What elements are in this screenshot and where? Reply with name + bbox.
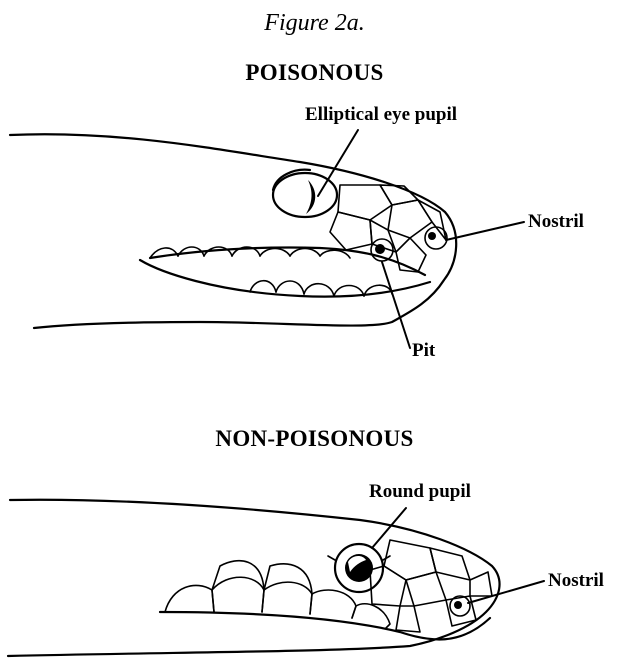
- non-poisonous-snake-head: [8, 500, 544, 656]
- non-poisonous-nostril: [450, 596, 470, 616]
- pit-leader: [382, 262, 410, 348]
- elliptical-eye: [273, 170, 337, 217]
- non-poisonous-nostril-leader: [468, 581, 544, 603]
- round-eye: [328, 544, 390, 592]
- poisonous-snake-head: [10, 130, 524, 348]
- non-poisonous-head-outline: [8, 500, 500, 656]
- poisonous-nostril-leader: [446, 222, 524, 240]
- elliptical-pupil-leader: [318, 130, 358, 196]
- non-poisonous-mouth-line: [160, 612, 490, 640]
